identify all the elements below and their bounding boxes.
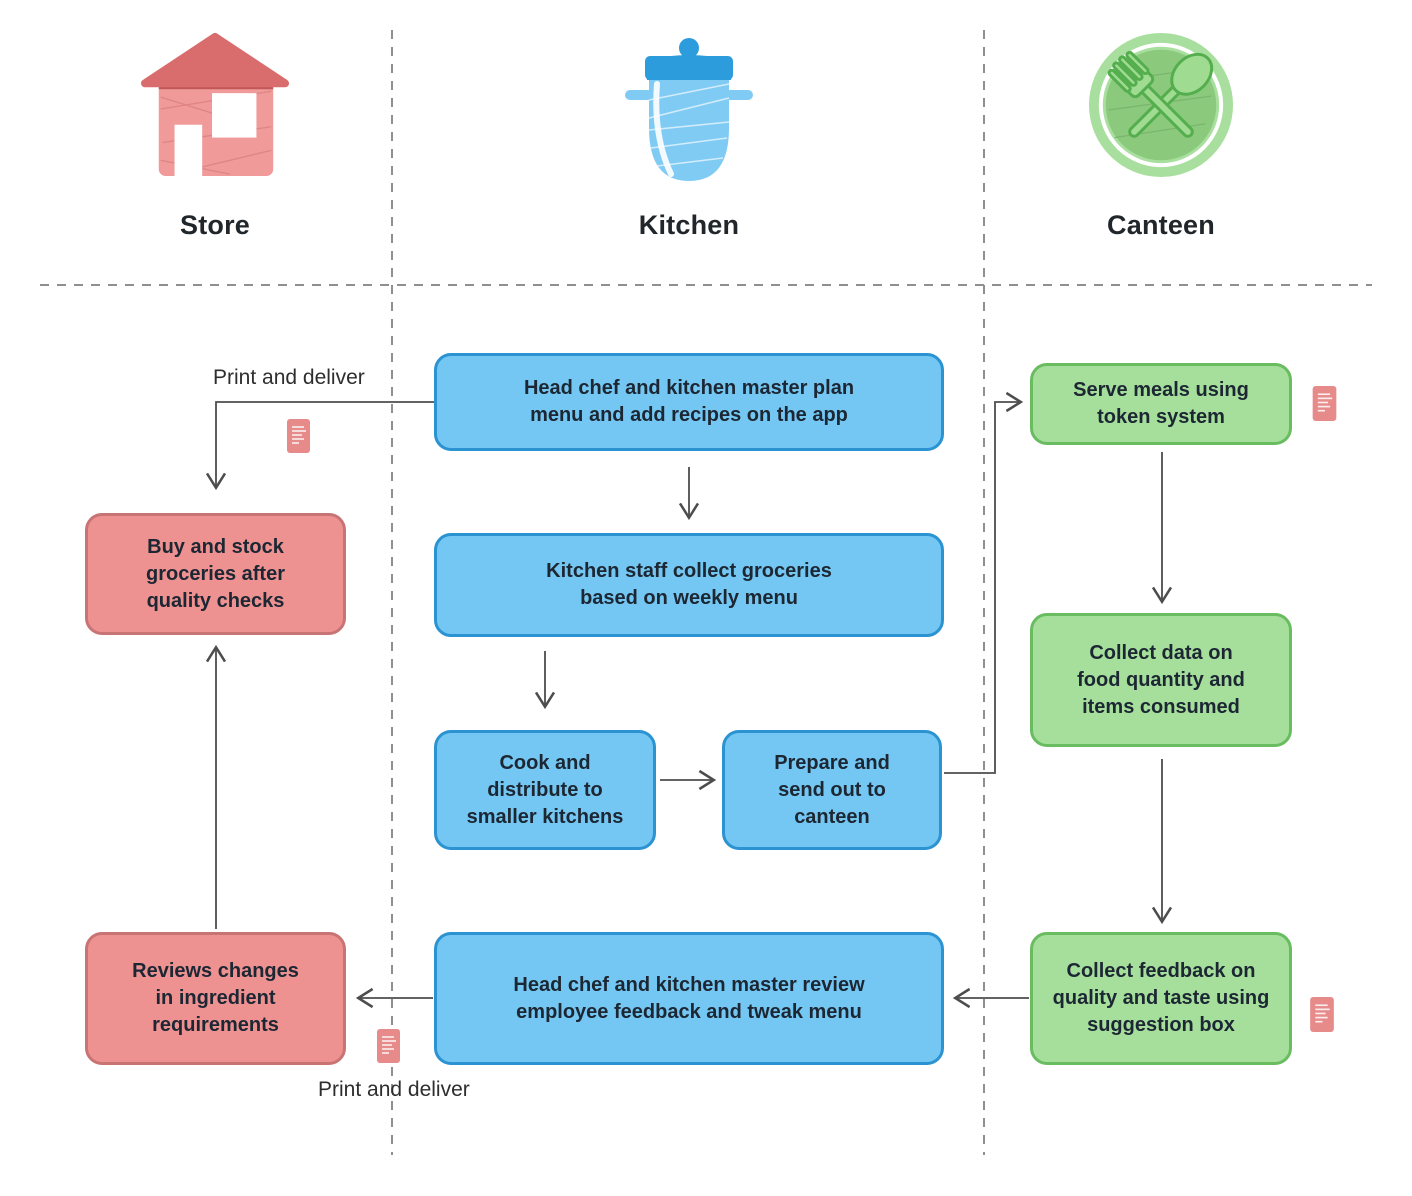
print-and-deliver-label-top: Print and deliver: [213, 366, 365, 389]
lane-divider-vertical-2: [983, 30, 985, 1155]
lane-divider-horizontal: [40, 284, 1372, 286]
lane-label-canteen: Canteen: [1107, 210, 1215, 240]
document-icon: [287, 419, 310, 453]
arrow-plan-to-buystock: [205, 401, 435, 491]
document-icon: [377, 1029, 400, 1063]
node-cook-distribute: Cook and distribute to smaller kitchens: [434, 730, 656, 850]
node-review-feedback: Head chef and kitchen master review empl…: [434, 932, 944, 1065]
lane-divider-vertical-1: [391, 30, 393, 1155]
node-prepare-send: Prepare and send out to canteen: [722, 730, 942, 850]
house-icon: [141, 32, 289, 177]
node-buy-stock: Buy and stock groceries after quality ch…: [85, 513, 346, 635]
plate-icon: [1088, 32, 1234, 178]
node-reviews-changes: Reviews changes in ingredient requiremen…: [85, 932, 346, 1065]
node-serve-meals: Serve meals using token system: [1030, 363, 1292, 445]
document-icon: [1312, 386, 1337, 421]
lane-label-kitchen: Kitchen: [638, 210, 740, 240]
arrow-prepare-to-serve: [944, 391, 1024, 774]
print-and-deliver-label-bottom: Print and deliver: [318, 1078, 470, 1101]
lane-label-store: Store: [179, 210, 251, 240]
document-icon: [1310, 997, 1334, 1032]
node-collect-feedback: Collect feedback on quality and taste us…: [1030, 932, 1292, 1065]
node-collect-groceries: Kitchen staff collect groceries based on…: [434, 533, 944, 637]
node-plan-menu: Head chef and kitchen master plan menu a…: [434, 353, 944, 451]
pot-icon: [625, 38, 753, 181]
node-collect-data: Collect data on food quantity and items …: [1030, 613, 1292, 747]
